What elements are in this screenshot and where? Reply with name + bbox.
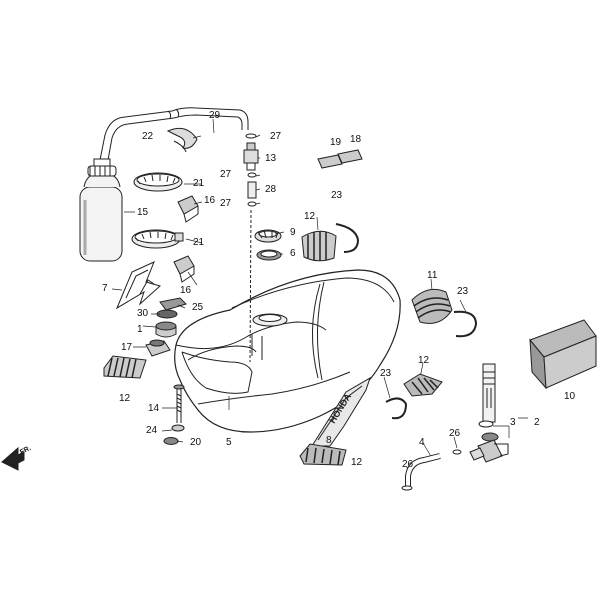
spring-clip-bottom [385, 397, 408, 420]
callout-25: 25 [192, 302, 204, 313]
callout-13: 13 [265, 153, 277, 164]
tank-mounting-bracket [159, 297, 187, 311]
breather-pipe [247, 181, 257, 199]
reservoir-bottle [79, 158, 123, 262]
cap-gasket [256, 249, 282, 261]
callout-11: 11 [427, 270, 438, 281]
washer-24 [171, 424, 185, 432]
breather-guide-line [249, 209, 252, 363]
callout-27-mid: 27 [220, 169, 232, 180]
callout-3: 3 [510, 417, 516, 428]
callout-24: 24 [146, 425, 158, 436]
rubber-pad-bottom [299, 443, 347, 466]
rubber-pad-right [403, 373, 443, 397]
callout-5: 5 [226, 437, 232, 448]
callout-22: 22 [142, 131, 154, 142]
callout-27-low: 27 [220, 198, 232, 209]
hose-clip-26-left [401, 485, 413, 491]
leader-lines [111, 118, 546, 485]
breather-valve [243, 142, 259, 171]
callout-23-bottom: 23 [380, 368, 392, 379]
fuel-tank [174, 269, 401, 433]
o-ring-27-top [245, 133, 257, 139]
hose-clip [166, 127, 198, 153]
nut-20 [163, 437, 179, 445]
side-decal-7 [115, 261, 162, 310]
callout-18: 18 [350, 134, 362, 145]
callout-16-lower: 16 [180, 285, 192, 296]
foam-block [529, 319, 597, 390]
callout-6: 6 [290, 248, 296, 259]
tank-decal [311, 376, 371, 447]
callout-2: 2 [534, 417, 540, 428]
callout-20: 20 [190, 437, 202, 448]
callout-27-top: 27 [270, 131, 282, 142]
callout-26-left: 26 [402, 459, 414, 470]
callout-12-left: 12 [119, 393, 131, 404]
callout-30: 30 [137, 308, 149, 319]
cushion-17 [145, 339, 171, 357]
callout-21-lower: 21 [193, 237, 205, 248]
rubber-mount-1 [155, 321, 177, 338]
callout-12-right: 12 [418, 355, 430, 366]
callout-12-top: 12 [304, 211, 316, 222]
callout-1: 1 [137, 324, 143, 335]
o-ring-27-low [247, 201, 257, 207]
rubber-boot [411, 288, 453, 324]
spring-clip-right [453, 310, 478, 338]
callout-28: 28 [265, 184, 277, 195]
callout-7: 7 [102, 283, 108, 294]
callout-4: 4 [419, 437, 425, 448]
callout-19: 19 [330, 137, 342, 148]
callout-21-upper: 21 [193, 178, 205, 189]
bottle-brackets [173, 195, 199, 283]
callout-23-top: 23 [331, 190, 343, 201]
spring-clip-top [335, 223, 360, 253]
callout-23-right: 23 [457, 286, 469, 297]
fuel-cap [254, 229, 282, 243]
caution-labels [317, 149, 363, 169]
callout-10: 10 [564, 391, 576, 402]
front-direction-arrow [1, 446, 25, 471]
rubber-pad-top [301, 230, 337, 262]
callout-16-upper: 16 [204, 195, 216, 206]
fuel-petcock [469, 363, 509, 463]
callout-17: 17 [121, 342, 133, 353]
callout-8: 8 [326, 435, 332, 446]
callout-14: 14 [148, 403, 160, 414]
callout-12-bottom: 12 [351, 457, 363, 468]
hose-clip-26-right [452, 449, 462, 455]
callout-15: 15 [137, 207, 149, 218]
o-ring-27-mid [247, 172, 257, 178]
callout-26-right: 26 [449, 428, 461, 439]
callout-29: 29 [209, 110, 221, 121]
bottle-bands [131, 172, 184, 249]
callout-9: 9 [290, 227, 296, 238]
tank-bolt [173, 384, 185, 423]
rubber-pad-left [103, 355, 147, 379]
fuel-hose [405, 453, 441, 486]
